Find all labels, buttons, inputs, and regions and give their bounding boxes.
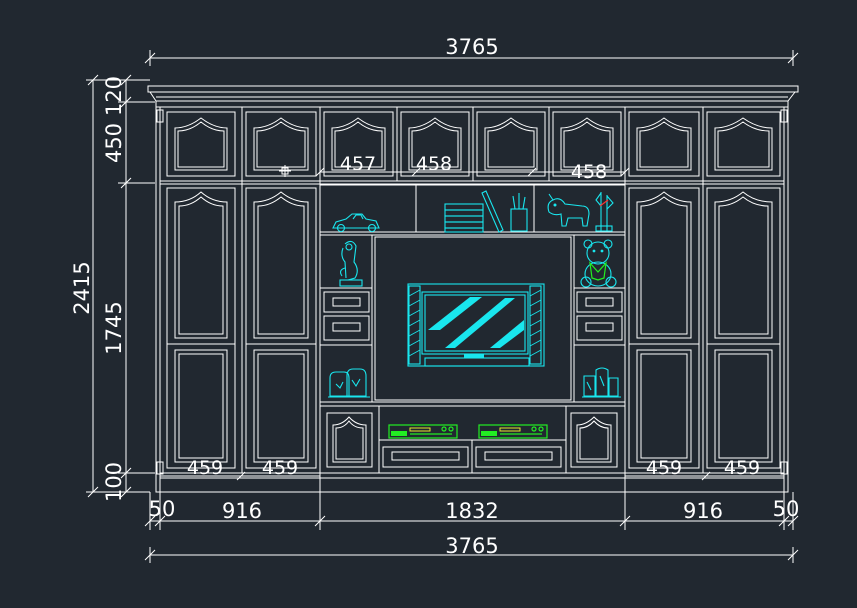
dim-side-right: 50 — [773, 497, 800, 521]
dim-left-middle: 1745 — [102, 301, 126, 354]
upper-door — [166, 111, 236, 177]
upper-door — [476, 111, 546, 177]
dim-side-left: 50 — [149, 497, 176, 521]
pen-holder — [510, 193, 528, 232]
dim-left-crown: 120 — [102, 76, 126, 116]
flamingo-sculpture — [339, 240, 363, 287]
dim-left-base: 100 — [102, 462, 126, 502]
upper-door — [706, 111, 781, 177]
dim-left-upper: 450 — [102, 123, 126, 163]
av-receiver-left — [388, 424, 458, 439]
dim-wing-right: 916 — [683, 499, 723, 523]
upper-door — [323, 111, 394, 177]
cursor-crosshair-icon — [279, 165, 291, 177]
upper-door — [400, 111, 470, 177]
flag-ornament — [595, 192, 614, 232]
dimension-lines — [86, 50, 799, 563]
television — [407, 283, 545, 367]
vase-set-right — [582, 367, 621, 398]
dim-niche-right: 458 — [571, 161, 607, 183]
cabinet-outline — [147, 85, 799, 493]
dim-niche-center: 458 — [416, 153, 452, 175]
vase-set-left — [328, 368, 370, 398]
upper-door — [552, 111, 622, 177]
upper-door — [245, 111, 317, 177]
book-stack — [444, 190, 504, 233]
upper-doors — [166, 111, 781, 177]
dim-niche-left: 457 — [340, 153, 376, 175]
teddy-bear — [580, 239, 617, 288]
wing-doors — [166, 187, 781, 469]
dim-bottom-total: 3765 — [445, 534, 498, 558]
av-receiver-right — [478, 424, 548, 439]
dim-wing-left: 916 — [222, 499, 262, 523]
toy-car — [332, 213, 380, 233]
dim-top-total: 3765 — [445, 35, 498, 59]
upper-door — [628, 111, 700, 177]
dim-center: 1832 — [445, 499, 498, 523]
dim-left-total: 2415 — [70, 261, 94, 314]
dog-figurine — [547, 193, 590, 227]
center-section — [320, 184, 625, 473]
